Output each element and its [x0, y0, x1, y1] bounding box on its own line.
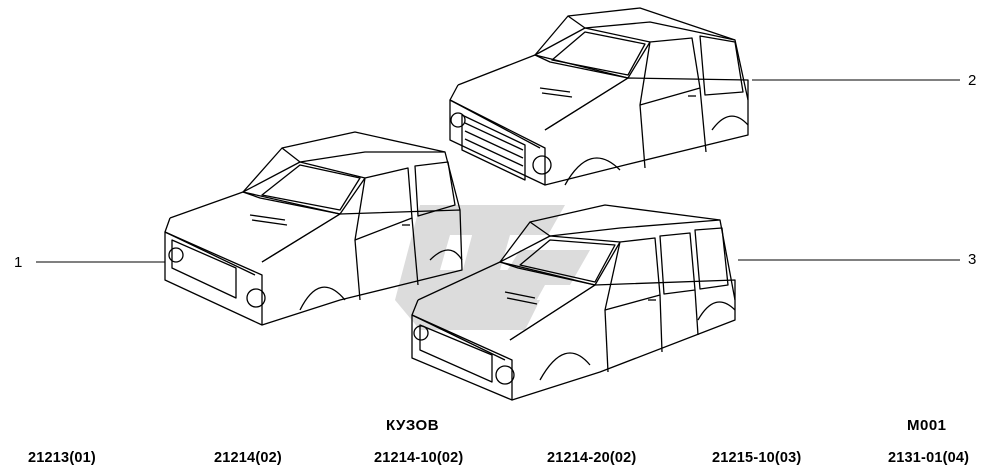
- leader-lines: [36, 79, 960, 263]
- model-number: 21215-10(03): [712, 450, 802, 466]
- model-number: 21214-10(02): [374, 450, 464, 466]
- callout-2: 2: [968, 72, 977, 89]
- diagram-code: М001: [907, 417, 947, 434]
- car-body-3: [411, 204, 736, 401]
- car-body-1: [164, 131, 463, 326]
- callout-3: 3: [968, 251, 977, 268]
- model-number: 21213(01): [28, 450, 96, 466]
- callout-1: 1: [14, 254, 23, 271]
- watermark-logo: [395, 205, 590, 330]
- model-number: 21214-20(02): [547, 450, 637, 466]
- diagram-title: КУЗОВ: [386, 417, 440, 434]
- car-body-2: [449, 7, 749, 186]
- model-number: 2131-01(04): [888, 450, 970, 466]
- model-number: 21214(02): [214, 450, 282, 466]
